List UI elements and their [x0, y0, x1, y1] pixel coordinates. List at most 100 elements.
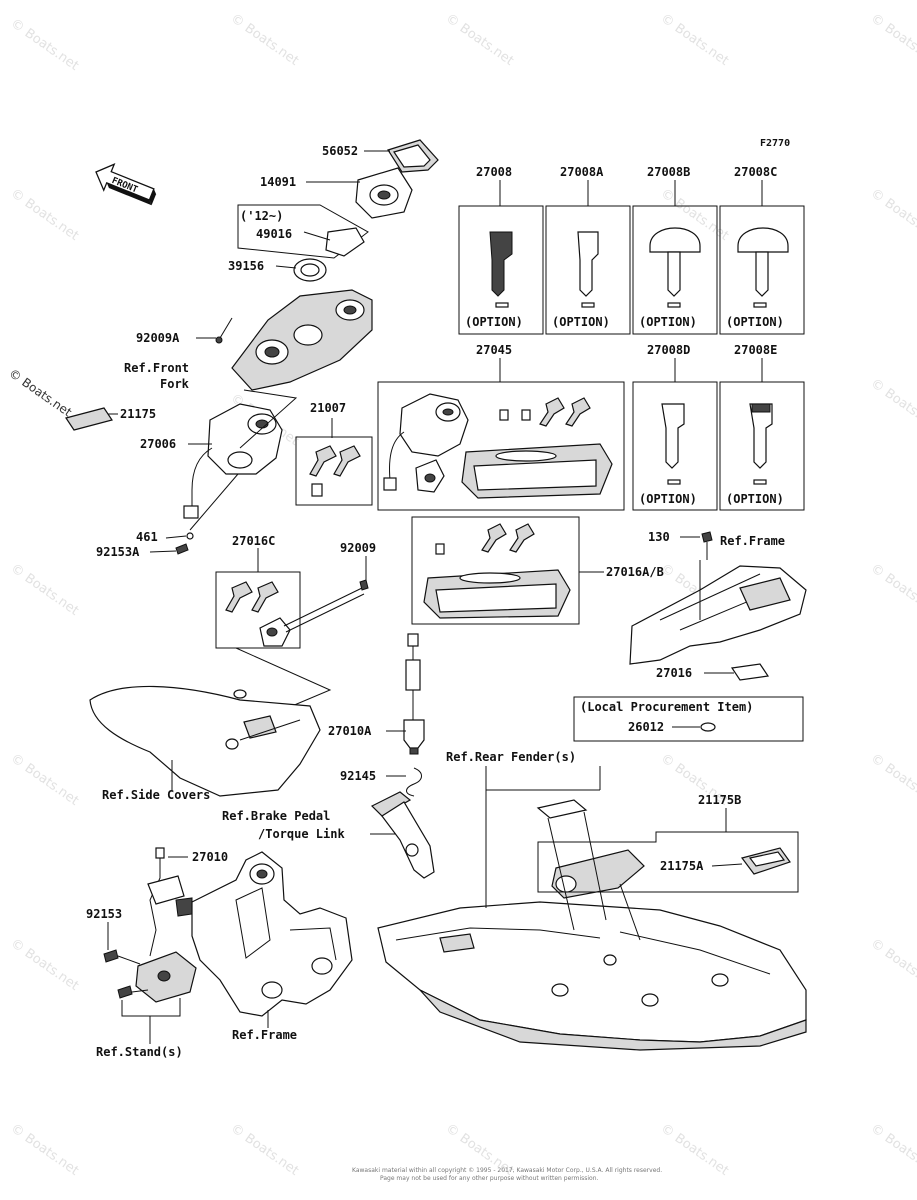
label-27008C: 27008C: [734, 165, 777, 179]
bolt-130: [701, 531, 713, 543]
kit-ecu-plug: [495, 450, 557, 462]
fender-boss-4: [603, 954, 617, 966]
holder-guide-1: [547, 817, 575, 931]
leader-switch-washer: [189, 473, 239, 531]
key-27008C: [737, 227, 789, 253]
label-ref-front-fork-2: Fork: [160, 377, 190, 391]
label-local-procurement: (Local Procurement Item): [580, 700, 753, 714]
kit-switch: [399, 393, 469, 457]
tag-27008: [495, 302, 509, 308]
kit-key-1: [539, 397, 565, 427]
switch-27010-plug: [155, 847, 165, 859]
tag-27008A: [581, 302, 595, 308]
kit-switch-barrel-inner: [442, 408, 454, 416]
frame-boss-1-hole: [256, 869, 268, 879]
key-27008D: [661, 403, 685, 469]
brake-pedal: [370, 791, 435, 879]
side-cover: [89, 685, 321, 797]
rear-fender-body: [377, 901, 807, 1043]
label-49016: 49016: [256, 227, 292, 241]
tag-27008D: [667, 479, 681, 485]
switch-wire: [191, 447, 213, 508]
label-21175: 21175: [120, 407, 156, 421]
front-arrow-icon: FRONT: [95, 163, 157, 206]
screw-92009A-head: [215, 336, 223, 344]
side-cover-detail: [239, 719, 301, 741]
label-27008: 27008: [476, 165, 512, 179]
label-27008B: 27008B: [647, 165, 690, 179]
label-ref-stand: Ref.Stand(s): [96, 1045, 183, 1059]
label-27016: 27016: [656, 666, 692, 680]
frame-rib-1: [235, 887, 271, 959]
ring-39156-inner: [300, 263, 320, 277]
rear-fender-group: [377, 799, 807, 1051]
label-ref-frame-1: Ref.Frame: [720, 534, 785, 548]
label-ref-frame-2: Ref.Frame: [232, 1028, 297, 1042]
box-21007: [295, 436, 373, 506]
switch-lower: [227, 451, 253, 469]
label-option-27008B: (OPTION): [639, 315, 697, 329]
chip-21175: [65, 407, 113, 431]
side-cover-vent: [243, 715, 277, 739]
key-27008E: [749, 403, 773, 469]
key-27008A: [577, 231, 599, 297]
key-27008: [489, 231, 513, 297]
fender-edge-1: [395, 927, 601, 941]
chip-holder-end: [555, 875, 577, 893]
watermark: © Boats.net: [443, 11, 517, 69]
washer-461: [186, 532, 194, 540]
switch-27010-wire: [149, 858, 161, 957]
switch-27010A-plug: [407, 633, 419, 647]
kit-barrel-2: [521, 409, 531, 421]
watermark: © Boats.net: [8, 751, 82, 809]
box-27045: [377, 381, 625, 511]
label-27016C: 27016C: [232, 534, 275, 548]
figure-code: F2770: [760, 138, 790, 149]
oring-26012: [700, 722, 716, 732]
box-27016AB: [411, 516, 580, 625]
watermark: © Boats.net: [868, 751, 917, 809]
watermark: © Boats.net: [228, 11, 302, 69]
holder-guide-3: [619, 883, 641, 941]
local-procurement: [573, 696, 804, 742]
rear-frame-line-1: [659, 573, 761, 621]
footer-copyright: Kawasaki material within all copyright ©…: [352, 1167, 662, 1174]
box-27008: [458, 205, 544, 335]
watermark: © Boats.net: [8, 186, 82, 244]
switch-connector: [183, 505, 199, 519]
part-49016: [325, 227, 365, 257]
frame-casting: [191, 851, 353, 1017]
clamp-hole-right-inner: [343, 305, 357, 315]
c-key-2: [251, 581, 279, 613]
frame-boss-3: [311, 957, 333, 975]
watermark: © Boats.net: [868, 11, 917, 69]
ab-ecu-plug: [459, 572, 521, 584]
label-26012: 26012: [628, 720, 664, 734]
tag-27008C: [753, 302, 767, 308]
kit-barrel-1: [499, 409, 509, 421]
option-key-row-2: [632, 381, 805, 511]
label-92009A: 92009A: [136, 331, 180, 345]
clamp-hole-left-inner: [264, 346, 280, 358]
label-option-27008: (OPTION): [465, 315, 523, 329]
brake-pedal-tip: [370, 791, 412, 817]
watermark: © Boats.net: [228, 1121, 302, 1179]
leader-clamp-switch: [239, 389, 298, 449]
tag-27008E: [753, 479, 767, 485]
sidestand-switch-hole: [157, 970, 171, 982]
label-27016AB: 27016A/B: [606, 565, 664, 579]
pad-inner: [393, 144, 431, 168]
label-option-27008E: (OPTION): [726, 492, 784, 506]
fender-tab: [439, 933, 475, 953]
label-option-27008C: (OPTION): [726, 315, 784, 329]
watermark: © Boats.net: [8, 561, 82, 619]
kit-ecu-face: [473, 459, 597, 491]
ab-key-1: [481, 523, 507, 553]
label-27010A: 27010A: [328, 724, 372, 738]
watermark: © Boats.net: [868, 1121, 917, 1179]
ignition-switch-group: [65, 139, 439, 555]
label-21175B: 21175B: [698, 793, 741, 807]
ab-key-2: [509, 523, 535, 553]
ab-barrel: [435, 543, 445, 555]
label-27008D: 27008D: [647, 343, 690, 357]
